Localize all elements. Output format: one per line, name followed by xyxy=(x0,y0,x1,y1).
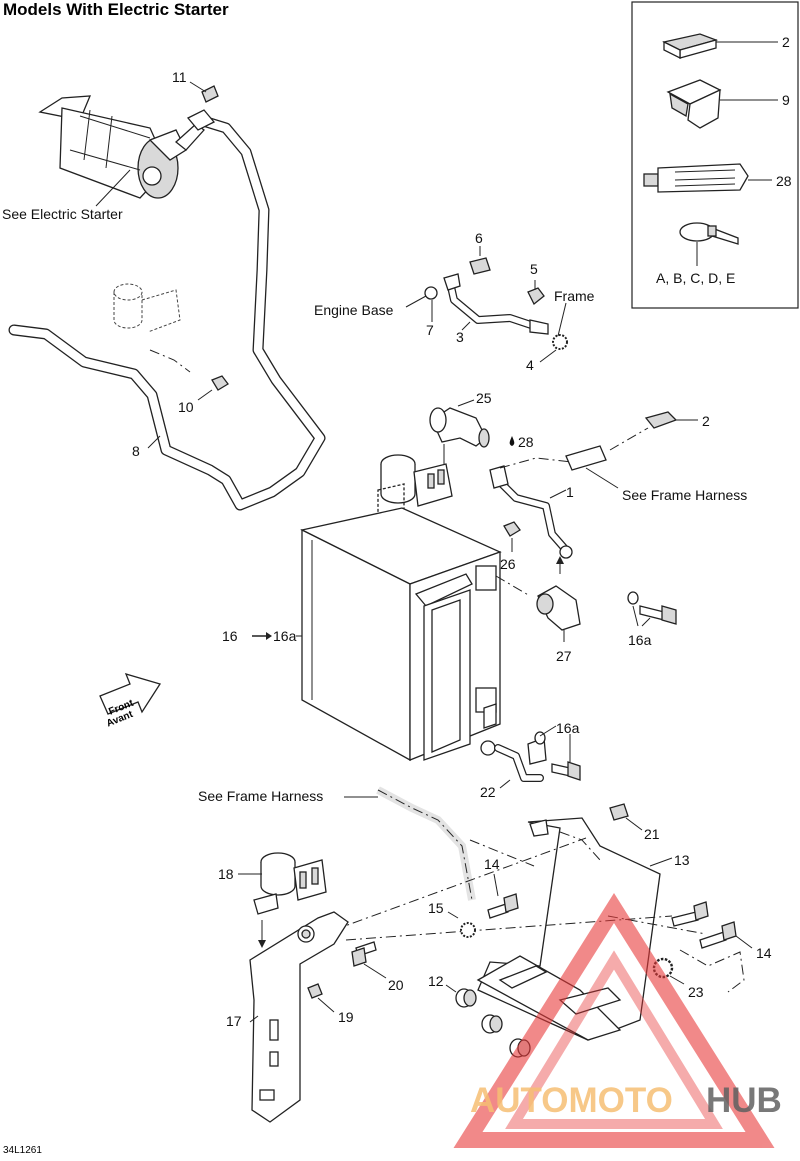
callout-13: 13 xyxy=(674,852,690,868)
battery-cable-icon xyxy=(489,457,573,559)
nut-26-icon xyxy=(503,521,521,537)
callout-28: 28 xyxy=(518,434,534,450)
document-id: 34L1261 xyxy=(3,1145,42,1156)
callout-14-b: 14 xyxy=(756,945,772,961)
electric-starter-icon xyxy=(38,95,205,199)
callout-20: 20 xyxy=(388,977,404,993)
bolt-14a-icon xyxy=(487,893,519,919)
bolt-20-icon xyxy=(351,941,377,967)
grease-tube-icon xyxy=(643,163,749,193)
callout-2-kit: 2 xyxy=(782,34,790,50)
bolt-14b-icon xyxy=(671,901,737,949)
callout-16a-arrow: 16a xyxy=(273,628,297,644)
callout-cable-ties: A, B, C, D, E xyxy=(656,270,735,286)
note-see-electric-starter: See Electric Starter xyxy=(2,206,123,222)
callout-25: 25 xyxy=(476,390,492,406)
nut-19-icon xyxy=(307,983,323,999)
starter-solenoid-icon xyxy=(253,852,327,915)
fuse-icon xyxy=(662,33,719,60)
front-direction-arrow: Front Avant xyxy=(99,672,162,729)
callout-27: 27 xyxy=(556,648,572,664)
callout-16a-b: 16a xyxy=(556,720,580,736)
callout-2: 2 xyxy=(702,413,710,429)
star-washer-icon xyxy=(552,334,568,350)
battery-icon xyxy=(300,507,531,762)
solenoid-bracket-icon xyxy=(249,911,349,1123)
note-see-frame-harness-2: See Frame Harness xyxy=(198,788,323,804)
callout-14-a: 14 xyxy=(484,856,500,872)
starter-cable-icon xyxy=(8,109,326,511)
nut-21-icon xyxy=(609,803,629,821)
callout-21: 21 xyxy=(644,826,660,842)
star-washer-15-icon xyxy=(460,922,476,938)
fuse-holder-icon xyxy=(565,411,678,471)
boot-icon xyxy=(429,407,490,448)
note-see-frame-harness-1: See Frame Harness xyxy=(622,487,747,503)
callout-1: 1 xyxy=(566,484,574,500)
watermark-logo: AUTOMOTO HUB xyxy=(453,892,782,1148)
callout-5: 5 xyxy=(530,261,538,277)
callout-28-kit: 28 xyxy=(776,173,792,189)
callout-23: 23 xyxy=(688,984,704,1000)
grease-drop-icon xyxy=(509,436,515,446)
diagram-title: Models With Electric Starter xyxy=(3,0,229,19)
kit-parts-box: 2 9 28 xyxy=(631,1,799,309)
callout-3: 3 xyxy=(456,329,464,345)
callout-12: 12 xyxy=(428,973,444,989)
cable-tie-icon xyxy=(679,222,739,245)
callout-6: 6 xyxy=(475,230,483,246)
callout-16a-a: 16a xyxy=(628,632,652,648)
callout-7: 7 xyxy=(426,322,434,338)
bolt-icon xyxy=(469,257,491,275)
negative-cable-icon xyxy=(480,731,581,782)
callout-18: 18 xyxy=(218,866,234,882)
solenoid-ghost-icon xyxy=(113,283,191,373)
callout-16: 16 xyxy=(222,628,238,644)
callout-11: 11 xyxy=(172,69,187,85)
battery-bolt-icon xyxy=(627,591,677,625)
callout-22: 22 xyxy=(480,784,496,800)
callout-19: 19 xyxy=(338,1009,354,1025)
terminal-cap-icon xyxy=(201,85,219,103)
ground-cable-icon xyxy=(424,273,549,335)
clip-icon xyxy=(666,79,722,129)
watermark-text-part1: AUTOMOTO xyxy=(470,1081,673,1120)
note-frame: Frame xyxy=(554,288,595,304)
callout-9: 9 xyxy=(782,92,790,108)
note-engine-base: Engine Base xyxy=(314,302,394,318)
terminal-boot-icon xyxy=(536,585,581,631)
callout-17: 17 xyxy=(226,1013,242,1029)
callout-8: 8 xyxy=(132,443,140,459)
watermark-text-part2: HUB xyxy=(706,1081,782,1120)
solenoid-icon xyxy=(377,454,453,521)
harness-ghost-icon xyxy=(377,789,473,901)
callout-4: 4 xyxy=(526,357,534,373)
flange-nut-icon xyxy=(527,287,545,306)
callout-10: 10 xyxy=(178,399,194,415)
nut-icon xyxy=(211,375,229,391)
callout-15: 15 xyxy=(428,900,444,916)
callout-26: 26 xyxy=(500,556,516,572)
